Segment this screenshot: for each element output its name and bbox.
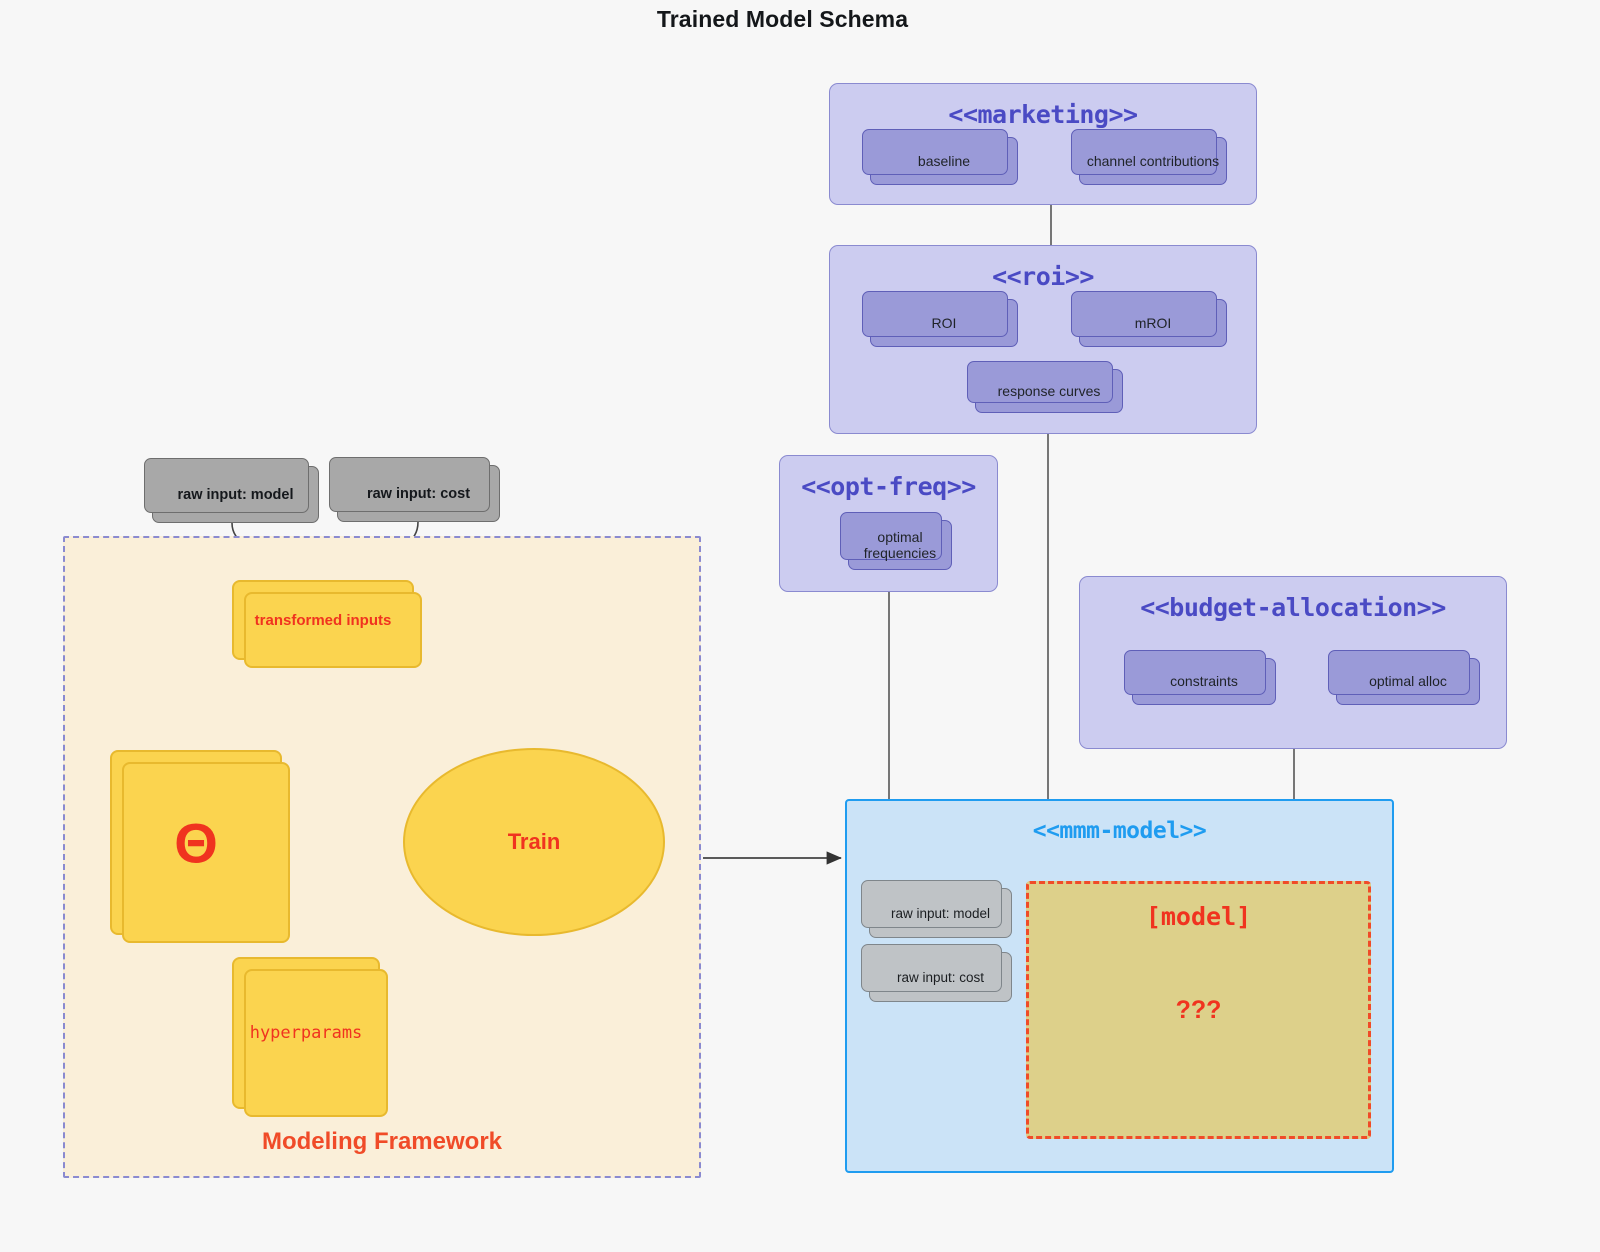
node-raw-input-cost-mmm[interactable]: raw input: cost	[861, 944, 1012, 1002]
package-mmm-model-title: <<mmm-model>>	[1032, 818, 1207, 844]
node-hyperparams-label: hyperparams	[249, 1023, 363, 1043]
node-optimal-alloc-label: optimal alloc	[1369, 673, 1447, 690]
node-train[interactable]: Train	[403, 748, 665, 936]
node-raw-input-cost-top-label: raw input: cost	[366, 485, 471, 502]
model-placeholder-box[interactable]: [model] ???	[1026, 881, 1371, 1139]
node-baseline[interactable]: baseline	[862, 129, 1018, 185]
node-mroi[interactable]: mROI	[1071, 291, 1227, 347]
node-raw-input-cost-top[interactable]: raw input: cost	[329, 457, 500, 522]
node-raw-input-model-mmm-label: raw input: model	[890, 905, 991, 921]
node-roi-label: ROI	[931, 314, 957, 331]
node-raw-input-model-top-label: raw input: model	[177, 486, 294, 503]
node-response-curves[interactable]: response curves	[967, 361, 1123, 413]
package-opt-freq-title: <<opt-freq>>	[801, 472, 976, 501]
package-roi[interactable]: <<roi>> ROI mROI response curves	[829, 245, 1257, 434]
node-transformed-inputs-label: transformed inputs	[254, 611, 392, 629]
node-transformed-inputs[interactable]: transformed inputs	[232, 580, 422, 668]
node-channel-contributions-label: channel contributions	[1086, 152, 1220, 169]
node-raw-input-model-top[interactable]: raw input: model	[144, 458, 319, 523]
node-roi[interactable]: ROI	[862, 291, 1018, 347]
node-optimal-frequencies-label-line2: frequencies	[863, 545, 937, 561]
node-theta[interactable]: Θ	[110, 750, 290, 943]
node-raw-input-model-mmm[interactable]: raw input: model	[861, 880, 1012, 938]
node-baseline-label: baseline	[917, 152, 971, 169]
node-mroi-label: mROI	[1134, 314, 1172, 331]
package-marketing-title: <<marketing>>	[948, 100, 1138, 129]
node-optimal-alloc[interactable]: optimal alloc	[1328, 650, 1480, 705]
node-constraints-label: constraints	[1170, 673, 1238, 690]
node-channel-contributions[interactable]: channel contributions	[1071, 129, 1227, 185]
package-budget-allocation-title: <<budget-allocation>>	[1140, 593, 1446, 622]
node-train-label: Train	[507, 829, 561, 854]
package-roi-title: <<roi>>	[992, 262, 1094, 291]
node-response-curves-label: response curves	[997, 382, 1101, 399]
node-optimal-frequencies-label-line1: optimal	[877, 528, 923, 545]
package-marketing[interactable]: <<marketing>> baseline channel contribut…	[829, 83, 1257, 205]
model-placeholder-unknown: ???	[1175, 996, 1222, 1024]
package-opt-freq[interactable]: <<opt-freq>> optimal frequencies	[779, 455, 998, 592]
page-title: Trained Model Schema	[656, 6, 909, 32]
theta-symbol: Θ	[174, 811, 218, 874]
package-budget-allocation[interactable]: <<budget-allocation>> constraints optima…	[1079, 576, 1507, 749]
modeling-framework-label: Modeling Framework	[261, 1128, 503, 1155]
node-optimal-frequencies[interactable]: optimal frequencies	[840, 512, 952, 570]
model-placeholder-label: [model]	[1145, 902, 1252, 931]
node-raw-input-cost-mmm-label: raw input: cost	[896, 969, 985, 985]
node-constraints[interactable]: constraints	[1124, 650, 1276, 705]
node-hyperparams[interactable]: hyperparams	[232, 957, 388, 1117]
